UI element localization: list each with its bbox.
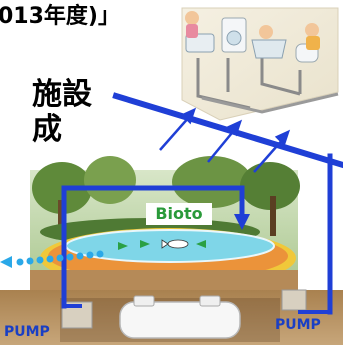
fish-icon xyxy=(161,239,189,249)
dotted-flow-line xyxy=(0,250,104,268)
arrow-down-icon xyxy=(234,214,250,230)
up-arrows xyxy=(159,107,291,173)
pump-label-left: PUMP xyxy=(4,324,50,340)
facility-text: 施設 xyxy=(32,77,92,112)
composition-text: 成 xyxy=(32,112,62,147)
septic-tank-illustration xyxy=(0,289,343,345)
park-pond-photo xyxy=(30,156,300,298)
bioto-label: Bioto xyxy=(146,203,212,225)
pipe-network xyxy=(61,92,343,315)
pump-label-right: PUMP xyxy=(275,317,321,333)
title-fragment: 013年度)」 xyxy=(0,4,120,29)
bathroom-scene-illustration xyxy=(181,7,339,121)
